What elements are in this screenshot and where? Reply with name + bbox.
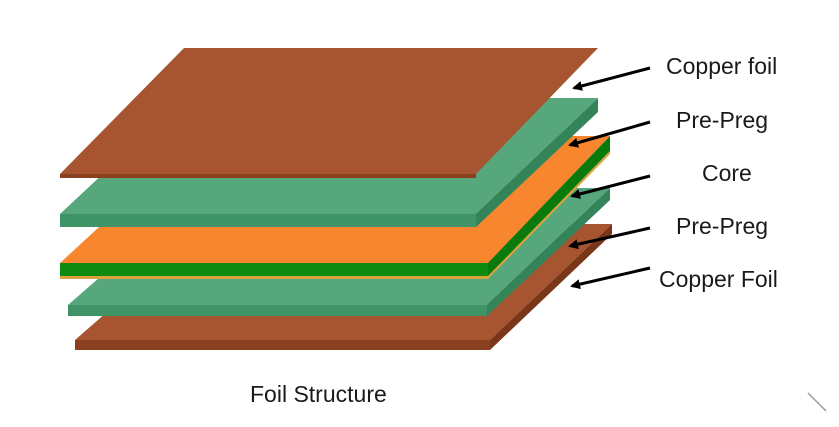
core-side-edge [488,136,610,276]
prepreg-bottom-front-edge [68,305,487,316]
arrow-copper-top [572,66,651,91]
arrow-copper-bottom [570,266,651,290]
copper-top-top-face [60,48,598,174]
label-prepreg-bottom: Pre-Preg [676,213,768,239]
prepreg-top-front-edge [60,214,476,227]
diagram-caption: Foil Structure [250,381,387,407]
copper-bottom-edge [75,340,490,350]
arrow-prepreg-top [568,120,651,148]
copper-bottom-side [490,224,612,350]
arrow-core [570,174,651,199]
layer-copper-foil-top [60,48,598,178]
label-copper-foil-top: Copper foil [666,53,777,79]
copper-top-edge [60,174,476,178]
label-prepreg-top: Pre-Preg [676,107,768,133]
label-core: Core [702,160,752,186]
prepreg-bottom-side-edge [487,188,610,316]
core-front-edge [60,263,488,276]
label-copper-foil-bottom: Copper Foil [659,266,778,292]
corner-mark [807,392,827,412]
arrow-prepreg-bottom [568,226,651,250]
prepreg-top-side-edge [476,98,598,227]
